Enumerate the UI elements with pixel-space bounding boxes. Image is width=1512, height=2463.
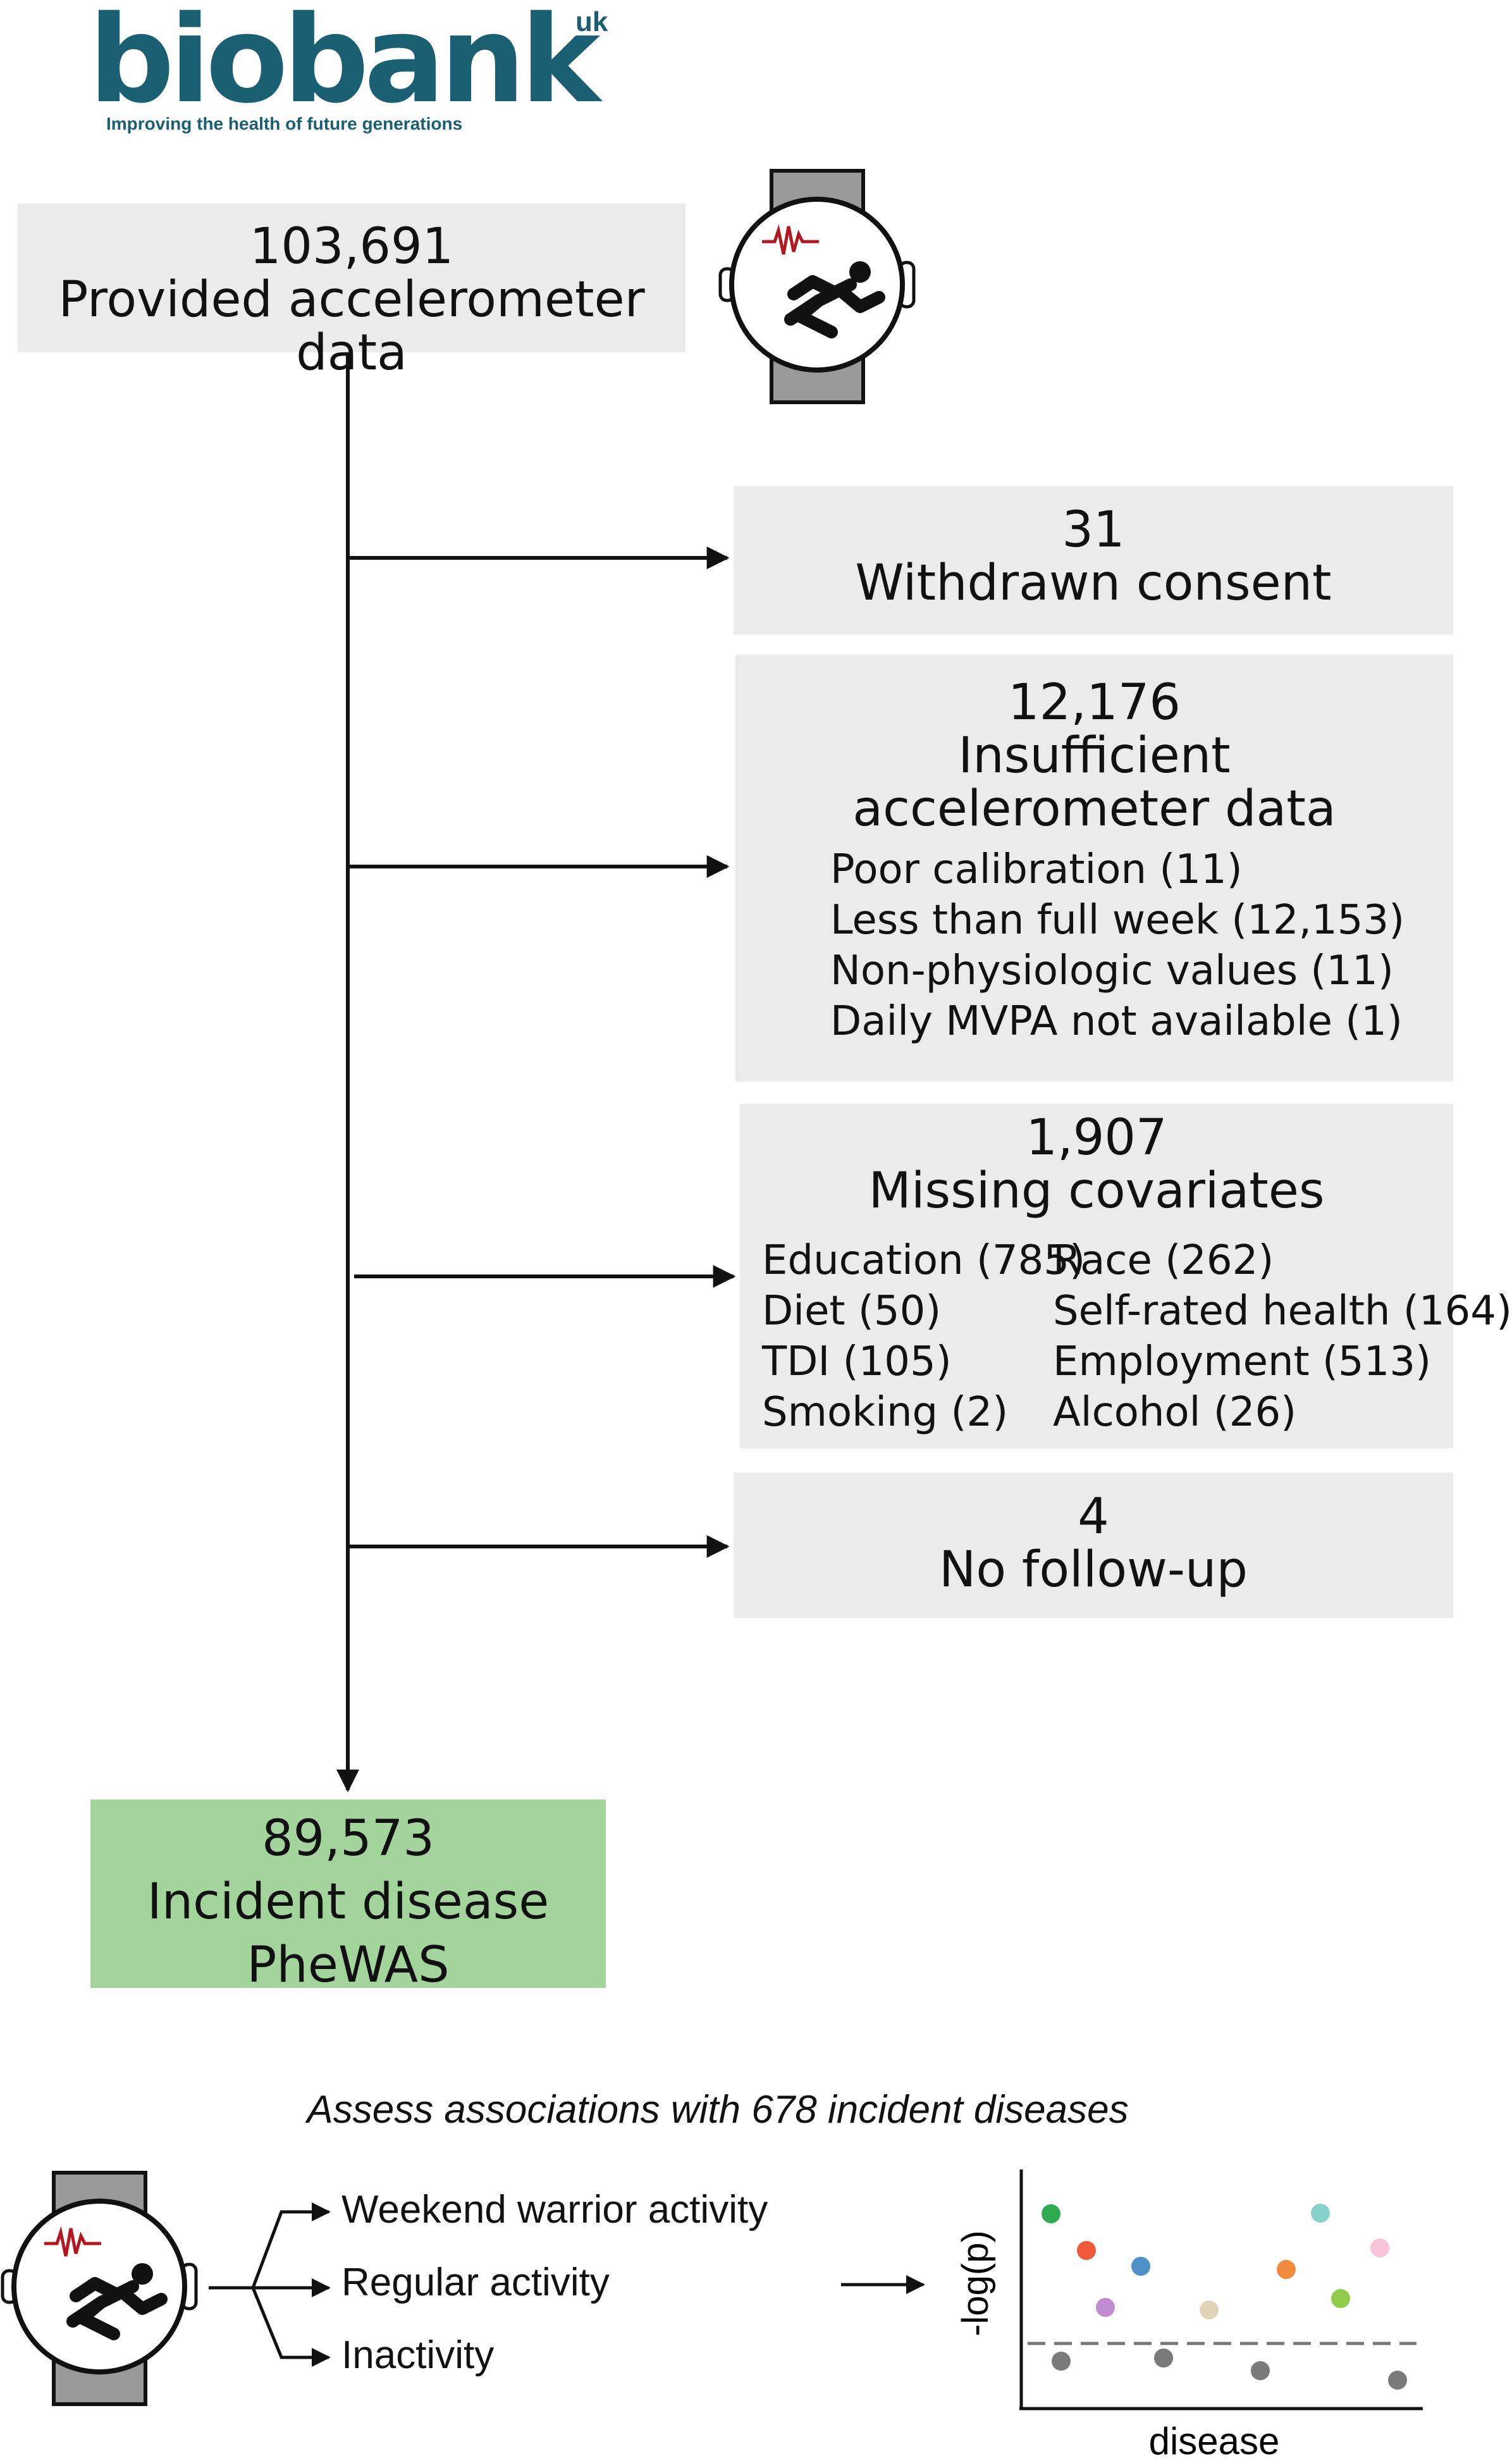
- covariate-item: Diet (50): [762, 1288, 942, 1335]
- no-followup-label: No follow-up: [939, 1541, 1248, 1598]
- insufficient-item: Poor calibration (11): [830, 846, 1243, 893]
- flow-graphics: -log(p) disease: [1, 169, 1423, 2462]
- covariate-item: Smoking (2): [762, 1389, 1009, 1436]
- covariate-item: Self-rated health (164): [1053, 1288, 1512, 1335]
- logo-wordmark: biobank: [89, 0, 601, 130]
- significant-point: [1311, 2204, 1330, 2223]
- significant-point: [1077, 2241, 1096, 2260]
- outcome-weekend-warrior: Weekend warrior activity: [341, 2188, 768, 2232]
- bottom-watch-icon: [1, 2171, 198, 2406]
- nonsignificant-point: [1154, 2349, 1173, 2367]
- significant-point: [1096, 2298, 1115, 2317]
- phewas-scatter-chart: -log(p) disease: [955, 2170, 1423, 2462]
- final-cohort-box: 89,573 Incident disease PheWAS: [90, 1799, 606, 1994]
- covariate-item: Race (262): [1053, 1237, 1274, 1284]
- insufficient-item: Daily MVPA not available (1): [830, 998, 1403, 1045]
- final-label-line2: PheWAS: [247, 1937, 450, 1994]
- significant-point: [1131, 2257, 1150, 2276]
- significant-point: [1331, 2289, 1350, 2308]
- y-axis-label: -log(p): [955, 2230, 996, 2336]
- no-followup-count: 4: [1078, 1488, 1109, 1545]
- significant-point: [1200, 2300, 1219, 2319]
- insufficient-item: Less than full week (12,153): [830, 897, 1405, 944]
- outcome-inactivity: Inactivity: [341, 2333, 495, 2377]
- insufficient-item: Non-physiologic values (11): [830, 948, 1394, 994]
- no-followup-box: 4 No follow-up: [734, 1472, 1453, 1618]
- withdrawn-count: 31: [1062, 502, 1125, 559]
- nonsignificant-point: [1052, 2352, 1071, 2371]
- accelerometer-watch-icon: [718, 169, 916, 404]
- scatter-points: [1042, 2204, 1407, 2390]
- final-label-line1: Incident disease: [147, 1873, 550, 1930]
- outcome-branch-arrows: [209, 2202, 331, 2367]
- final-count: 89,573: [262, 1810, 434, 1867]
- start-label: Provided accelerometer data: [58, 271, 645, 381]
- biobank-logo: biobank uk Improving the health of futur…: [89, 0, 632, 139]
- missing-count: 1,907: [1026, 1109, 1167, 1166]
- significant-point: [1042, 2204, 1060, 2223]
- withdrawn-consent-box: 31 Withdrawn consent: [734, 486, 1453, 634]
- insufficient-label-line2: accelerometer data: [852, 781, 1336, 837]
- bottom-caption: Assess associations with 678 incident di…: [307, 2088, 1129, 2132]
- logo-superscript: uk: [575, 6, 608, 37]
- insufficient-data-box: 12,176 Insufficient accelerometer data P…: [735, 655, 1453, 1082]
- insufficient-label-line1: Insufficient: [958, 727, 1231, 784]
- covariate-item: Alcohol (26): [1053, 1389, 1297, 1436]
- significant-point: [1277, 2260, 1296, 2279]
- logo-tagline: Improving the health of future generatio…: [106, 114, 463, 133]
- covariate-item: Employment (513): [1053, 1338, 1432, 1385]
- insufficient-count: 12,176: [1008, 674, 1181, 731]
- covariate-item: Education (785): [762, 1237, 1086, 1284]
- nonsignificant-point: [1388, 2371, 1407, 2390]
- missing-label: Missing covariates: [868, 1163, 1325, 1219]
- covariate-item: TDI (105): [762, 1338, 952, 1385]
- outcome-regular-activity: Regular activity: [341, 2261, 610, 2304]
- significant-point: [1370, 2238, 1389, 2257]
- nonsignificant-point: [1251, 2361, 1270, 2380]
- withdrawn-label: Withdrawn consent: [855, 555, 1332, 612]
- start-count: 103,691: [249, 218, 454, 275]
- start-box: 103,691 Provided accelerometer data: [18, 204, 685, 380]
- x-axis-label: disease: [1149, 2420, 1280, 2462]
- missing-covariates-box: 1,907 Missing covariates Education (785)…: [740, 1104, 1512, 1448]
